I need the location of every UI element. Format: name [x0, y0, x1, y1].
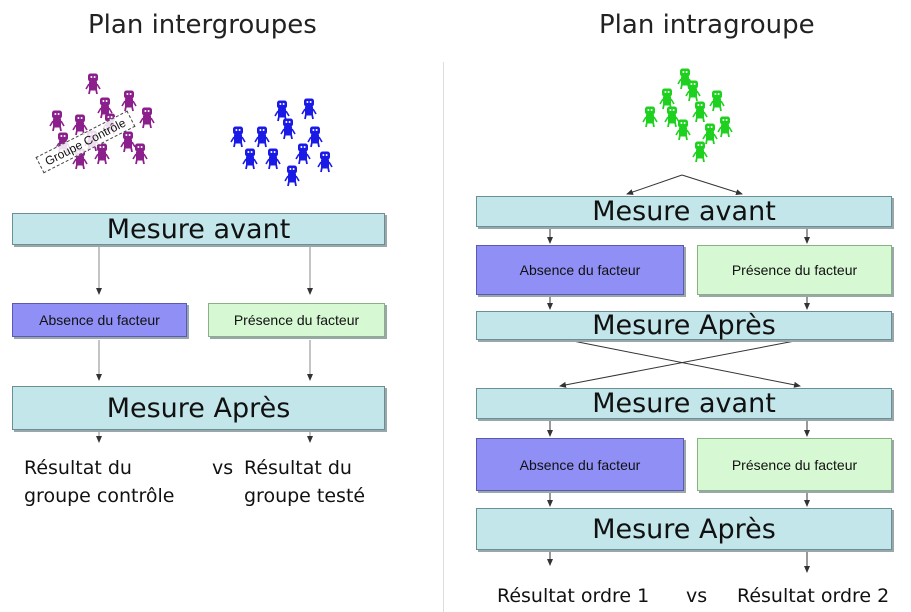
tested-person-icon: [265, 148, 281, 170]
result-tested-line1: Résultat du: [244, 457, 352, 479]
right-connectors: [547, 174, 810, 573]
single-group-person-icon: [659, 88, 675, 110]
single-group-person-icon: [702, 123, 718, 145]
result-tested-line2: groupe testé: [244, 485, 366, 507]
left-vs-label: vs: [212, 457, 234, 479]
result-control-group: Résultat du groupe contrôle: [24, 454, 174, 510]
result-order-2: Résultat ordre 2: [737, 585, 890, 607]
left-measure-before-box: Mesure avant: [12, 213, 385, 245]
left-connectors: [96, 246, 313, 443]
control-person-icon: [139, 107, 155, 129]
single-group-person-icon: [685, 80, 701, 102]
control-person-icon: [120, 131, 136, 153]
right-presence-2-box: Présence du facteur: [697, 438, 892, 491]
control-person-icon: [132, 143, 148, 165]
tested-person-icon: [274, 100, 290, 122]
left-absence-box: Absence du facteur: [12, 303, 187, 337]
control-person-icon: [94, 143, 110, 165]
right-absence-1-box: Absence du facteur: [476, 245, 684, 295]
tested-person-icon: [230, 126, 246, 148]
right-presence-1-box: Présence du facteur: [697, 245, 892, 295]
single-group-person-icon: [717, 116, 733, 138]
single-group-person-icon: [709, 90, 725, 112]
control-person-icon: [85, 73, 101, 95]
tested-person-icon: [254, 126, 270, 148]
right-absence-2-box: Absence du facteur: [476, 438, 684, 491]
right-measure-before-2-box: Mesure avant: [476, 388, 892, 419]
control-person-icon: [121, 90, 137, 112]
single-group-person-icon: [675, 119, 691, 141]
tested-person-icon: [295, 143, 311, 165]
single-group-figures: [642, 68, 733, 163]
result-order-1: Résultat ordre 1: [497, 585, 650, 607]
right-measure-after-2-box: Mesure Après: [476, 508, 892, 550]
tested-person-icon: [307, 126, 323, 148]
left-presence-box: Présence du facteur: [208, 303, 385, 337]
single-group-person-icon: [692, 101, 708, 123]
result-control-line1: Résultat du: [24, 457, 132, 479]
right-measure-after-1-box: Mesure Après: [476, 310, 892, 341]
right-vs-label: vs: [686, 585, 708, 607]
right-title: Plan intragroupe: [599, 10, 815, 40]
tested-person-icon: [242, 148, 258, 170]
tested-person-icon: [301, 98, 317, 120]
right-measure-before-1-box: Mesure avant: [476, 196, 892, 227]
single-group-person-icon: [664, 106, 680, 128]
tested-person-icon: [317, 151, 333, 173]
result-control-line2: groupe contrôle: [24, 485, 175, 507]
left-measure-after-box: Mesure Après: [12, 386, 385, 430]
left-title: Plan intergroupes: [88, 10, 317, 40]
control-person-icon: [49, 110, 65, 132]
single-group-person-icon: [642, 106, 658, 128]
tested-person-icon: [284, 165, 300, 187]
panel-divider: [443, 62, 444, 612]
result-tested-group: Résultat du groupe testé: [244, 454, 365, 510]
tested-person-icon: [280, 118, 296, 140]
single-group-person-icon: [692, 141, 708, 163]
tested-group-figures: [230, 98, 333, 187]
